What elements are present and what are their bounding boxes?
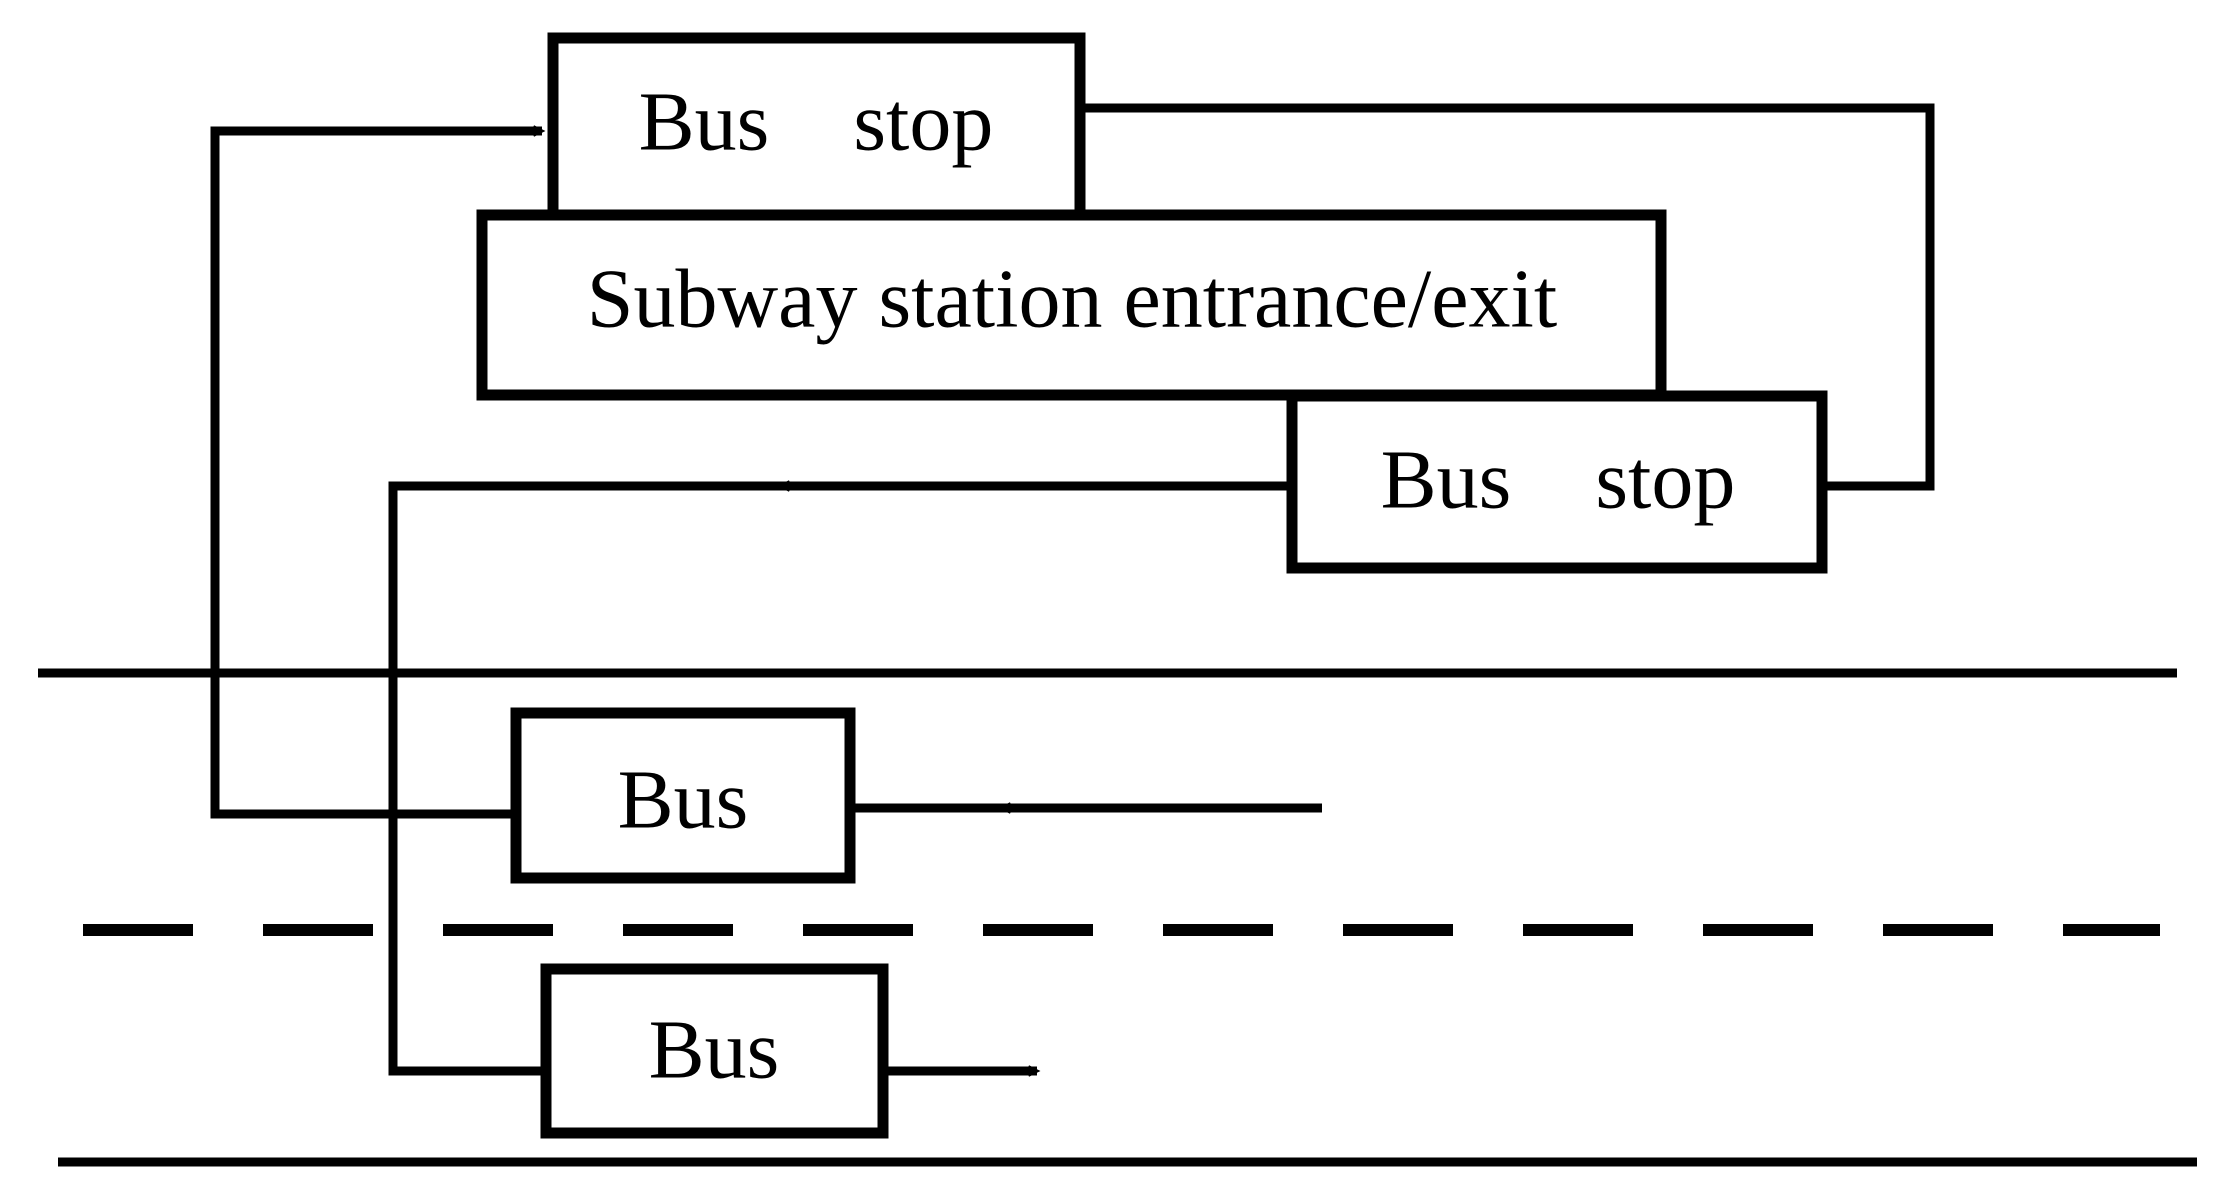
connector-top-stop-to-right-stop	[1080, 103, 1935, 491]
bus-stop-right-label: Bus stop	[1381, 433, 1736, 526]
connector-right-stop-to-lower-bus	[388, 481, 781, 1076]
bus-stop-top: Bus stop	[547, 32, 1086, 222]
connector-upper-bus-to-top-stop	[210, 125, 546, 819]
bus-stop-top-label: Bus stop	[639, 75, 994, 168]
subway-entrance-label: Subway station entrance/exit	[587, 252, 1557, 345]
bus-lower-lane: Bus	[540, 963, 889, 1139]
subway-entrance-box	[476, 209, 1667, 401]
bus-stop-top-box	[547, 32, 1086, 222]
bus-upper-lane: Bus	[510, 707, 856, 884]
bus-lower-box	[540, 963, 889, 1139]
bus-upper-label: Bus	[618, 753, 749, 846]
bus-upper-box	[510, 707, 856, 884]
bus-stop-right: Bus stop	[1286, 390, 1828, 574]
subway-entrance: Subway station entrance/exit	[476, 209, 1667, 401]
bus-lower-label: Bus	[649, 1003, 780, 1096]
